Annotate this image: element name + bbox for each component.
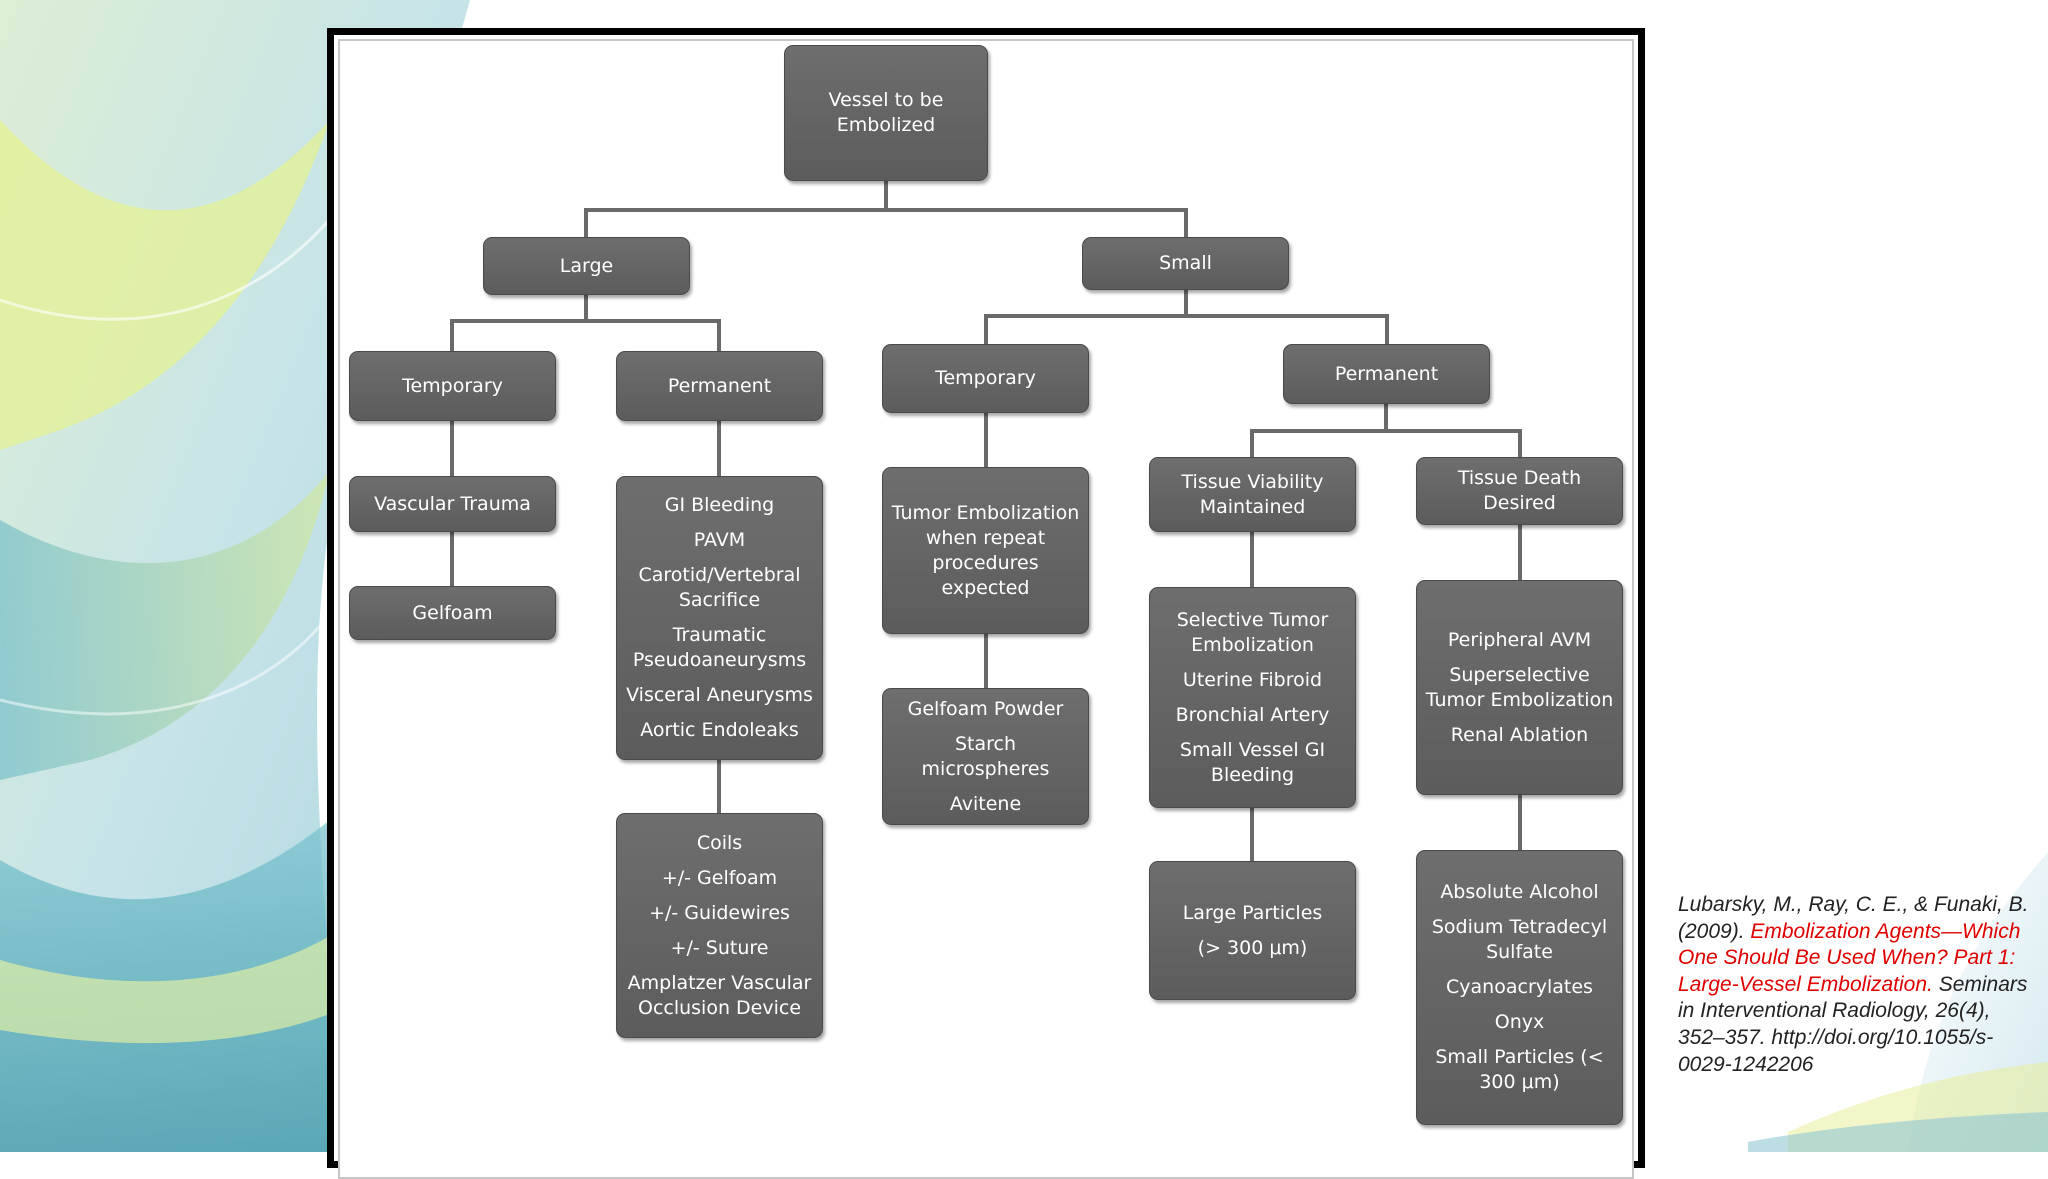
agent-guidewires: +/- Guidewires bbox=[649, 901, 790, 924]
node-label: Tumor Embolization when repeat procedure… bbox=[891, 501, 1080, 599]
node-gelfoam: Gelfoam bbox=[349, 586, 556, 640]
node-death-indications: Peripheral AVM Superselective Tumor Embo… bbox=[1416, 580, 1623, 795]
node-large-particles: Large Particles (> 300 μm) bbox=[1149, 861, 1356, 1000]
node-tumor-embolization: Tumor Embolization when repeat procedure… bbox=[882, 467, 1089, 634]
indication-uterine-fibroid: Uterine Fibroid bbox=[1182, 668, 1323, 691]
node-label: Tissue Viability Maintained bbox=[1181, 470, 1324, 518]
indication-traumatic-pseudoaneurysms: Traumatic Pseudoaneurysms bbox=[632, 624, 807, 671]
citation-authors: Lubarsky, M., Ray, C. E., & Funaki, B. (… bbox=[1678, 893, 2029, 943]
node-label: Gelfoam bbox=[412, 601, 493, 624]
agent-small-particles: Small Particles (< 300 μm) bbox=[1435, 1046, 1604, 1093]
node-tissue-death: Tissue Death Desired bbox=[1416, 457, 1623, 525]
indication-small-vessel-gi: Small Vessel GI Bleeding bbox=[1179, 738, 1326, 786]
node-small: Small bbox=[1082, 237, 1289, 290]
agent-starch-microspheres: Starch microspheres bbox=[921, 732, 1050, 780]
agent-coils: Coils bbox=[696, 831, 743, 854]
indication-aortic-endoleaks: Aortic Endoleaks bbox=[640, 719, 799, 741]
agent-absolute-alcohol: Absolute Alcohol bbox=[1440, 881, 1599, 903]
node-large-permanent-agents: Coils +/- Gelfoam +/- Guidewires +/- Sut… bbox=[616, 813, 823, 1038]
node-large: Large bbox=[483, 237, 690, 295]
agent-suture: +/- Suture bbox=[670, 936, 769, 959]
agent-avitene: Avitene bbox=[949, 792, 1022, 815]
node-label: Permanent bbox=[1334, 362, 1439, 385]
agent-gelfoam-powder: Gelfoam Powder bbox=[907, 697, 1064, 720]
node-label: Tissue Death Desired bbox=[1457, 467, 1582, 514]
node-label: Large bbox=[559, 254, 614, 277]
agent-onyx: Onyx bbox=[1494, 1011, 1545, 1033]
indication-gi-bleeding: GI Bleeding bbox=[664, 494, 775, 516]
indication-renal-ablation: Renal Ablation bbox=[1450, 723, 1589, 746]
node-small-temporary-agents: Gelfoam Powder Starch microspheres Avite… bbox=[882, 688, 1089, 825]
node-label: Small bbox=[1159, 252, 1212, 274]
node-label: Vessel to be Embolized bbox=[828, 89, 944, 136]
node-death-agents: Absolute Alcohol Sodium Tetradecyl Sulfa… bbox=[1416, 850, 1623, 1125]
node-small-temporary: Temporary bbox=[882, 344, 1089, 413]
agent-large-particles-size: (> 300 μm) bbox=[1197, 936, 1308, 959]
node-label: Vascular Trauma bbox=[374, 492, 531, 515]
indication-peripheral-avm: Peripheral AVM bbox=[1447, 628, 1592, 651]
citation-title-link[interactable]: Embolization Agents—Which One Should Be … bbox=[1678, 919, 2021, 996]
agent-gelfoam: +/- Gelfoam bbox=[661, 866, 778, 889]
agent-large-particles: Large Particles bbox=[1182, 901, 1323, 924]
node-large-permanent: Permanent bbox=[616, 351, 823, 421]
indication-superselective-tumor: Superselective Tumor Embolization bbox=[1425, 663, 1614, 711]
node-small-permanent: Permanent bbox=[1283, 344, 1490, 404]
citation-source: Seminars in Interventional Radiology, 26… bbox=[1678, 972, 2028, 1076]
indication-carotid-vertebral: Carotid/Vertebral Sacrifice bbox=[638, 564, 801, 611]
node-viability-indications: Selective Tumor Embolization Uterine Fib… bbox=[1149, 587, 1356, 808]
node-large-temporary: Temporary bbox=[349, 351, 556, 421]
node-label: Temporary bbox=[935, 367, 1036, 389]
node-tissue-viability: Tissue Viability Maintained bbox=[1149, 457, 1356, 532]
node-large-permanent-indications: GI Bleeding PAVM Carotid/Vertebral Sacri… bbox=[616, 476, 823, 760]
citation: Lubarsky, M., Ray, C. E., & Funaki, B. (… bbox=[1678, 892, 2038, 1078]
agent-sodium-tetradecyl-sulfate: Sodium Tetradecyl Sulfate bbox=[1431, 916, 1608, 963]
agent-cyanoacrylates: Cyanoacrylates bbox=[1446, 976, 1593, 998]
indication-bronchial-artery: Bronchial Artery bbox=[1175, 703, 1330, 726]
node-vascular-trauma: Vascular Trauma bbox=[349, 476, 556, 532]
node-label: Temporary bbox=[402, 374, 503, 397]
agent-amplatzer: Amplatzer Vascular Occlusion Device bbox=[627, 971, 812, 1019]
indication-selective-tumor: Selective Tumor Embolization bbox=[1176, 608, 1329, 656]
node-vessel-to-be-embolized: Vessel to be Embolized bbox=[784, 45, 988, 181]
node-label: Permanent bbox=[667, 374, 772, 397]
background-swirl-right bbox=[1748, 852, 2048, 1152]
indication-visceral-aneurysms: Visceral Aneurysms bbox=[626, 684, 813, 706]
indication-pavm: PAVM bbox=[693, 529, 746, 551]
